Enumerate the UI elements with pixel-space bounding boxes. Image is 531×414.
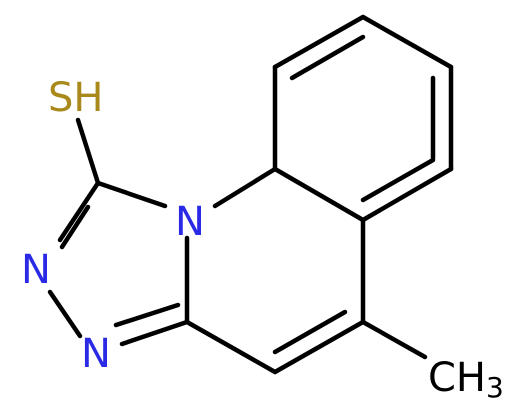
- triazole-n2-label: N: [21, 247, 51, 293]
- bond-c-n-ring: [212, 166, 278, 209]
- methyl-main-label: CH: [428, 355, 486, 401]
- bond-c5-c6: [272, 319, 366, 375]
- bond-c1-n2: [57, 180, 101, 243]
- triazole-n3-label: N: [81, 331, 111, 377]
- bond-benz-inner-3: [360, 157, 436, 203]
- methyl-label: CH3: [428, 355, 504, 404]
- bond-n3-c6a: [119, 319, 190, 347]
- ring-nitrogen-label: N: [175, 199, 205, 245]
- bond-c1-sh: [75, 117, 101, 186]
- bond-benz-4: [272, 166, 366, 223]
- bond-benz-1: [360, 14, 454, 70]
- methyl-subscript-label: 3: [486, 371, 504, 404]
- bond-c1-n2-inner: [59, 204, 91, 250]
- bonds: [47, 14, 454, 375]
- bond-n3-c6a-inner: [113, 302, 181, 328]
- bond-c6-c6a: [184, 319, 278, 375]
- bond-c5-methyl: [360, 319, 428, 360]
- bond-n2-n3: [47, 289, 83, 339]
- bond-benz-3: [360, 166, 454, 223]
- atom-labels: SH N N N CH3: [21, 75, 504, 404]
- bond-benz-6: [272, 14, 366, 70]
- bond-n-c1: [95, 180, 168, 209]
- thiol-label: SH: [48, 75, 103, 121]
- bond-c5-c6-inner: [272, 309, 348, 355]
- bond-benz-inner-1: [289, 34, 366, 81]
